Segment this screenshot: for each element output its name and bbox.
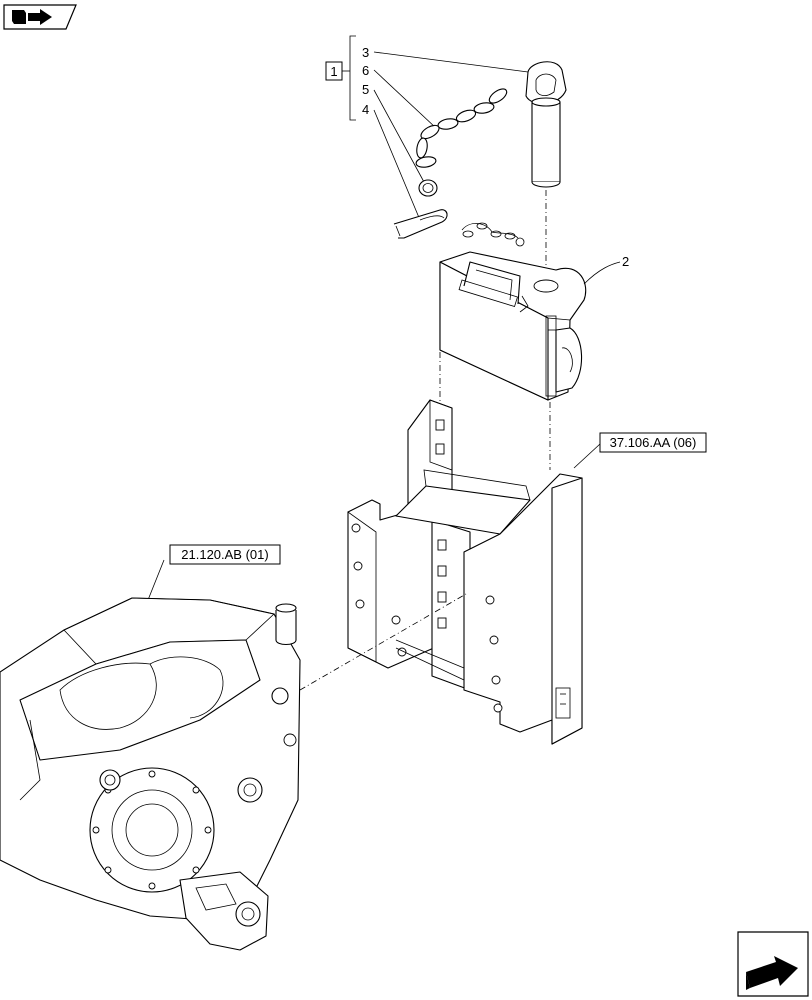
hitch-pin [525, 61, 567, 270]
alignment-line-housing [299, 593, 467, 691]
group-label-1: 1 [330, 64, 337, 79]
next-page-arrow-icon[interactable] [737, 931, 809, 997]
callout-2: 2 [622, 254, 629, 269]
chain [415, 88, 508, 168]
callout-2-group: 2 [583, 254, 629, 285]
leader-3 [373, 51, 529, 73]
leader-5 [373, 89, 425, 183]
callout-bracket [349, 35, 356, 121]
callout-group: 1 3 6 5 4 [325, 35, 529, 221]
hitch-clevis [439, 222, 587, 401]
reference-label-housing: 21.120.AB (01) [181, 547, 268, 562]
leader-4 [373, 109, 421, 221]
reference-hitch[interactable]: 37.106.AA (06) [573, 432, 707, 469]
reference-label-hitch: 37.106.AA (06) [610, 435, 697, 450]
leader-6 [373, 69, 437, 129]
split-ring [418, 179, 438, 197]
reference-housing[interactable]: 21.120.AB (01) [147, 544, 281, 601]
rear-axle-housing [0, 597, 301, 951]
book-arrow-icon[interactable] [3, 4, 77, 30]
linch-clip [393, 209, 448, 239]
hitch-rail [347, 399, 583, 745]
callout-3: 3 [362, 45, 369, 60]
callout-5: 5 [362, 82, 369, 97]
callout-6: 6 [362, 63, 369, 78]
callout-4: 4 [362, 102, 369, 117]
